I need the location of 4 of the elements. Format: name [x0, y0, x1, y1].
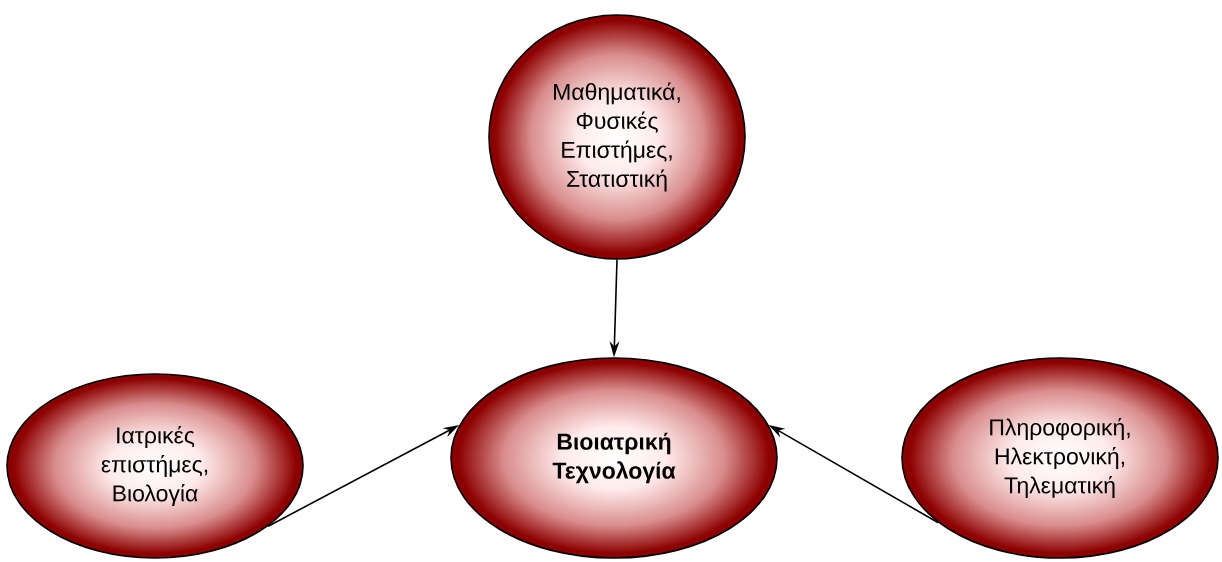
ellipse-node: Βιοιατρική Τεχνολογία	[450, 357, 778, 559]
ellipse-node: Πληροφορική, Ηλεκτρονική, Τηλεματική	[901, 357, 1219, 559]
ellipse-node: Ιατρικές επιστήμες, Βιολογία	[6, 373, 304, 559]
ellipse-node: Μαθηματικά, Φυσικές Επιστήμες, Στατιστική	[488, 14, 746, 260]
